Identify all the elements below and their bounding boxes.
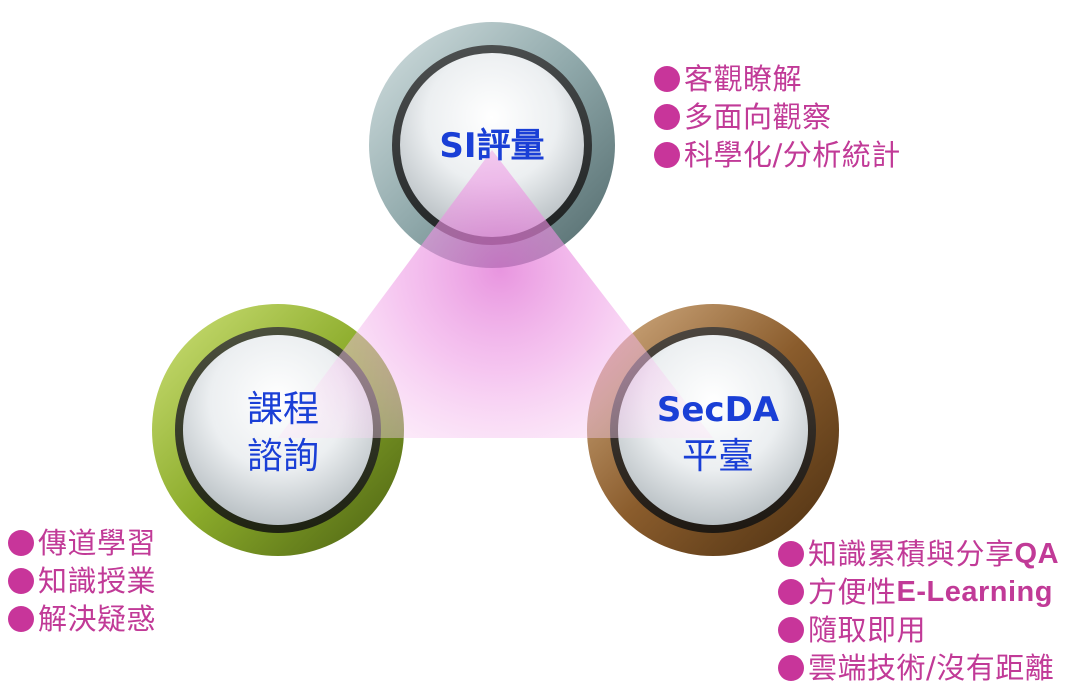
list-item-text: 知識授業 bbox=[38, 564, 157, 598]
bullet-dot bbox=[8, 606, 34, 632]
list-item-text: 方便性 bbox=[808, 575, 897, 609]
list-item-text: 科學化/分析統計 bbox=[684, 138, 901, 172]
node-top bbox=[369, 22, 615, 268]
list-item: 隨取即用 bbox=[778, 611, 1059, 649]
list-item: 傳道學習 bbox=[8, 524, 156, 562]
bullet-dot bbox=[778, 655, 804, 681]
list-item: 雲端技術/沒有距離 bbox=[778, 649, 1059, 687]
list-item-text: 知識累積與分享 bbox=[808, 537, 1015, 571]
bullet-dot bbox=[8, 568, 34, 594]
bullet-dot bbox=[8, 530, 34, 556]
node-left-label-2: 諮詢 bbox=[247, 436, 319, 477]
node-left-label-1: 課程 bbox=[247, 389, 319, 430]
bullet-dot bbox=[778, 617, 804, 643]
list-item-text: 解決疑惑 bbox=[38, 602, 157, 636]
bullet-dot bbox=[778, 541, 804, 567]
left-feature-list: 傳道學習 知識授業 解決疑惑 bbox=[8, 524, 156, 638]
list-item: 知識授業 bbox=[8, 562, 156, 600]
list-item-text: 客觀瞭解 bbox=[684, 62, 803, 96]
node-right-label-2: 平臺 bbox=[682, 436, 754, 477]
bullet-dot bbox=[778, 579, 804, 605]
list-item-bold-text: E-Learning bbox=[896, 576, 1053, 608]
list-item-text: 傳道學習 bbox=[38, 526, 157, 560]
list-item-text: 多面向觀察 bbox=[684, 100, 832, 134]
node-right-label-1: SecDA bbox=[657, 390, 780, 430]
list-item: 解決疑惑 bbox=[8, 600, 156, 638]
node-top-label: SI評量 bbox=[439, 126, 544, 166]
bullet-dot bbox=[654, 104, 680, 130]
list-item-text: 隨取即用 bbox=[808, 613, 927, 647]
list-item: 客觀瞭解 bbox=[654, 60, 901, 98]
list-item: 科學化/分析統計 bbox=[654, 136, 901, 174]
list-item-text: 雲端技術/沒有距離 bbox=[808, 651, 1055, 685]
bullet-dot bbox=[654, 142, 680, 168]
list-item: 多面向觀察 bbox=[654, 98, 901, 136]
connection-triangle bbox=[278, 150, 713, 438]
bullet-dot bbox=[654, 66, 680, 92]
top-feature-list: 客觀瞭解 多面向觀察 科學化/分析統計 bbox=[654, 60, 901, 174]
list-item-bold-text: QA bbox=[1014, 538, 1060, 570]
disc-top bbox=[400, 53, 584, 237]
